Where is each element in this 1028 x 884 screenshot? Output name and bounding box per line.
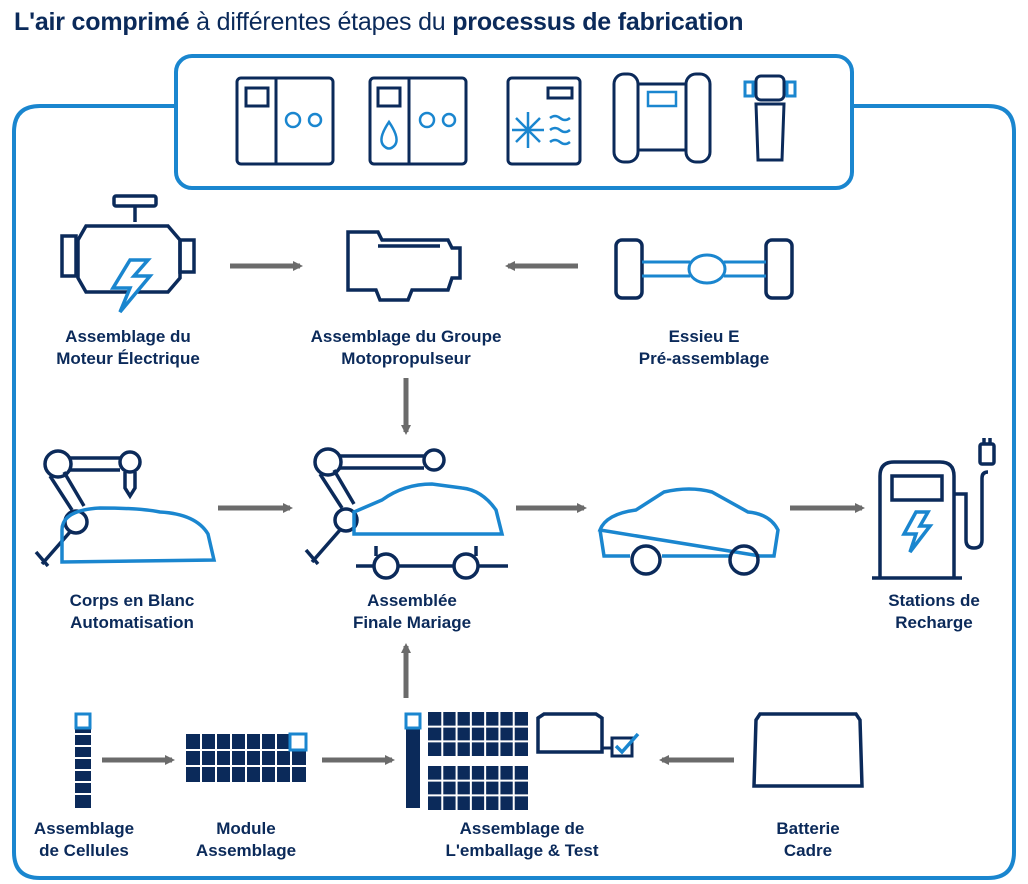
battery-pack-icon bbox=[404, 712, 640, 810]
flow-arrows bbox=[102, 261, 865, 765]
charging-station-icon bbox=[872, 438, 996, 580]
tank-icon bbox=[612, 72, 712, 164]
gearbox-icon bbox=[346, 230, 462, 302]
robot-car-body-icon bbox=[34, 449, 217, 568]
battery-frame-icon bbox=[752, 712, 864, 788]
outer-frame bbox=[12, 104, 1016, 880]
dryer-icon bbox=[506, 76, 582, 166]
equipment-panel bbox=[174, 54, 854, 190]
battery-module-icon bbox=[186, 732, 308, 782]
car-icon bbox=[597, 487, 780, 576]
page-title: L'air comprimé à différentes étapes du p… bbox=[14, 8, 744, 36]
filter-icon bbox=[743, 74, 797, 162]
compressor-icon bbox=[235, 76, 335, 166]
electric-motor-icon bbox=[60, 194, 196, 314]
oil-free-compressor-icon bbox=[368, 76, 468, 166]
robot-assembly-icon bbox=[304, 447, 508, 580]
axle-icon bbox=[614, 238, 794, 300]
battery-cell-icon bbox=[74, 712, 92, 808]
